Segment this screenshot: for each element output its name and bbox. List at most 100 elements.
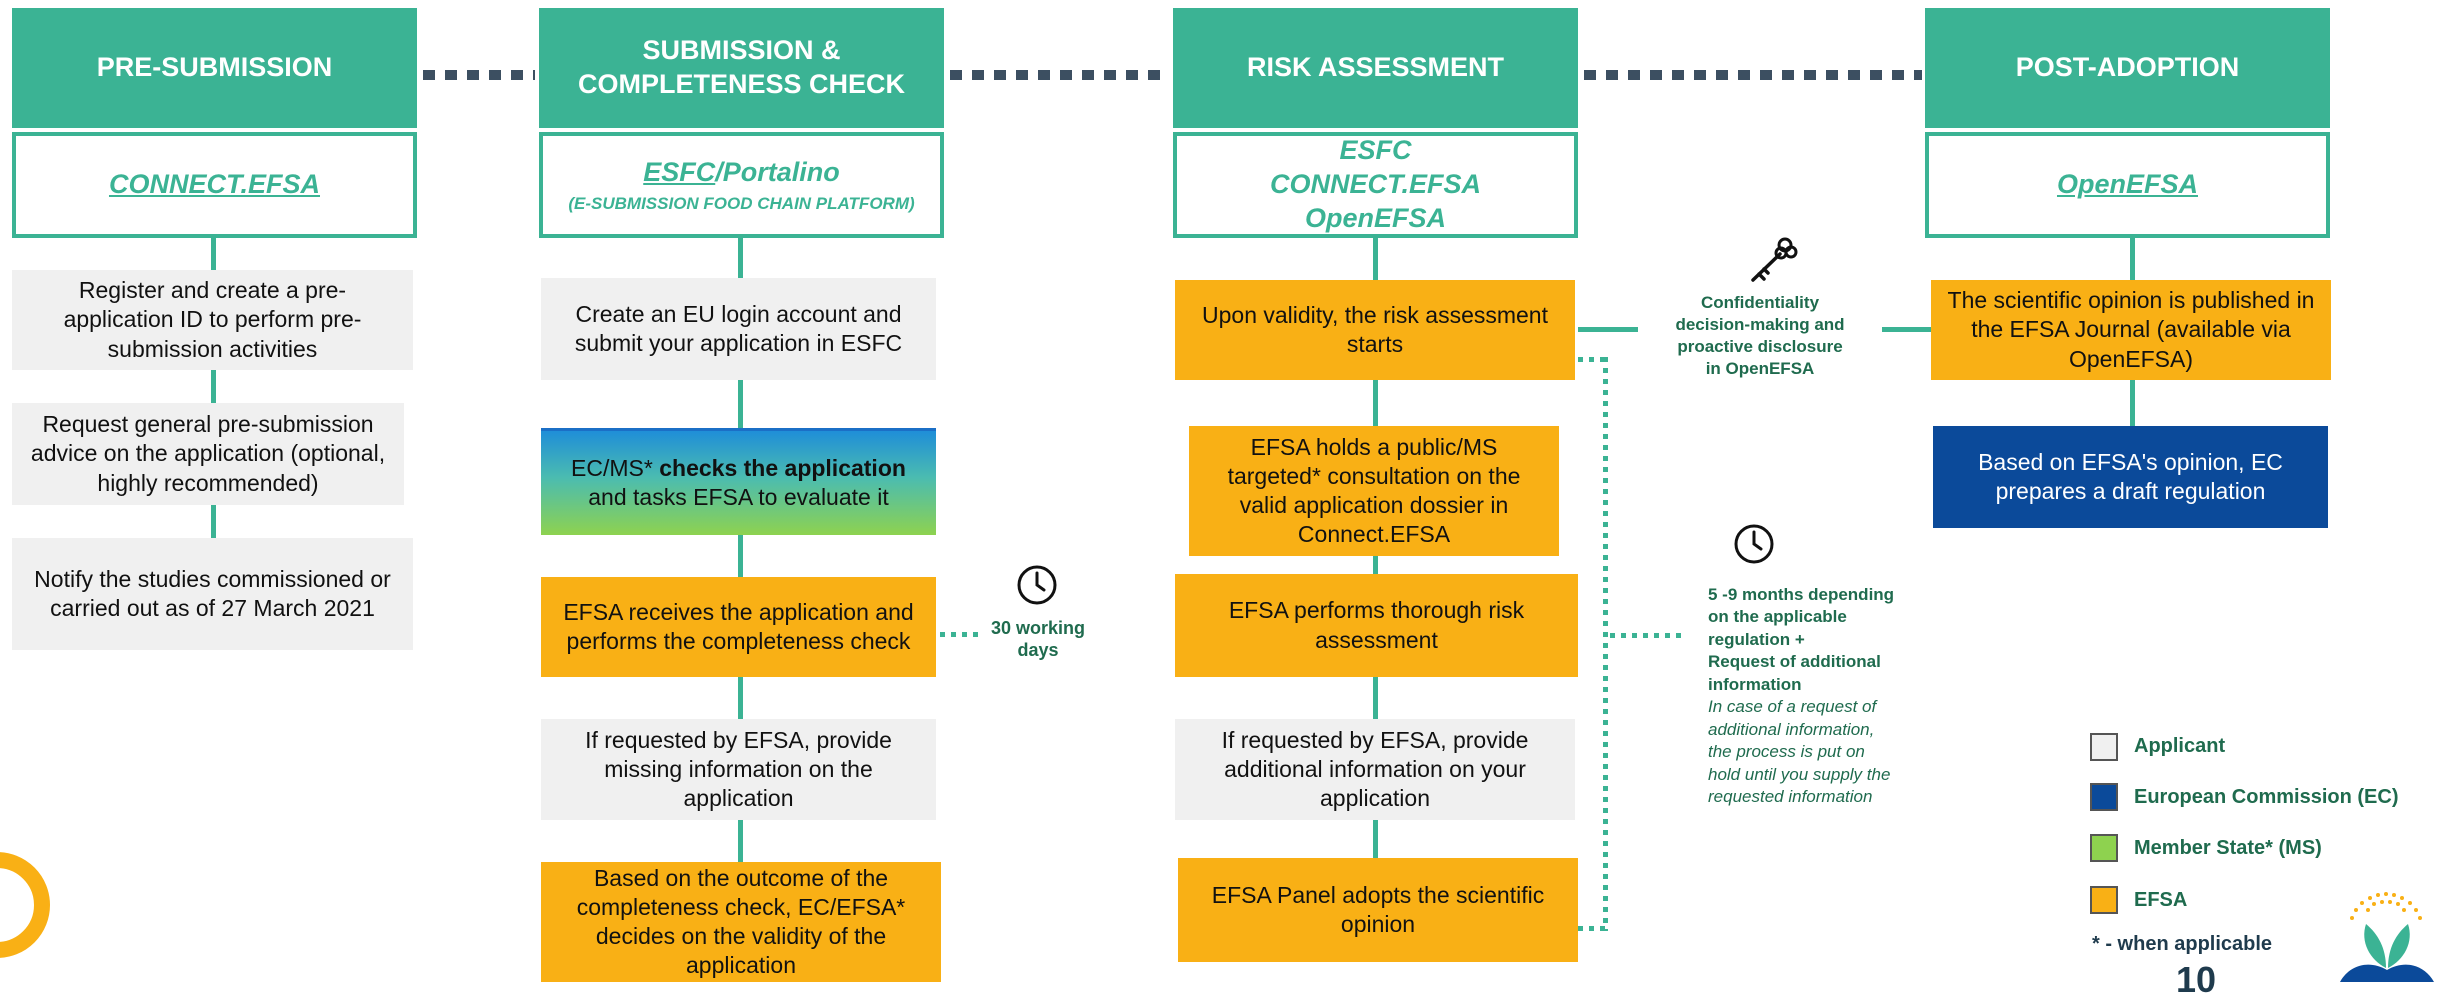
timing-connector: [1610, 633, 1684, 638]
duration-note-line: requested information: [1708, 786, 1873, 806]
legend-label: EFSA: [2134, 889, 2188, 911]
legend-label: Applicant: [2134, 735, 2226, 757]
flow-connector: [738, 677, 743, 719]
step-text: EFSA holds a public/MS targeted* consult…: [1227, 433, 1521, 548]
clock-icon: [1733, 523, 1775, 565]
header-risk-assessment: RISK ASSESSMENT: [1173, 8, 1578, 128]
legend-swatch-efsa: [2090, 886, 2118, 914]
flow-connector: [1373, 820, 1378, 858]
confidentiality-connector: [1578, 327, 1638, 332]
legend-swatch-ec: [2090, 783, 2118, 811]
flow-connector: [1373, 238, 1378, 280]
efsa-logo: [2330, 890, 2453, 982]
platform-note: (E-SUBMISSION FOOD CHAIN PLATFORM): [568, 194, 915, 214]
confidentiality-line: Confidentiality: [1700, 293, 1820, 312]
header-pre-submission: PRE-SUBMISSION: [12, 8, 417, 128]
risk-step-starts: Upon validity, the risk assessment start…: [1175, 280, 1575, 380]
step-text: Based on EFSA's opinion, EC prepares a d…: [1978, 448, 2283, 504]
submission-step-validity: Based on the outcome of the completeness…: [541, 862, 941, 982]
step-text: Create an EU login account and submit yo…: [574, 300, 903, 356]
duration-line: information: [1708, 674, 1802, 694]
phase-connector: [1584, 70, 1922, 80]
pre-step-register: Register and create a pre-application ID…: [12, 270, 413, 370]
legend-label: Member State* (MS): [2134, 837, 2322, 859]
platform-link[interactable]: ESFC: [643, 156, 716, 187]
submission-step-check: EC/MS* checks the application and tasks …: [541, 428, 936, 535]
confidentiality-line: proactive disclosure: [1677, 337, 1843, 357]
risk-step-additional-info: If requested by EFSA, provide additional…: [1175, 719, 1575, 820]
step-text: The scientific opinion is published in t…: [1947, 287, 2315, 372]
key-icon: [1745, 230, 1801, 286]
timing-connector: [1578, 926, 1608, 931]
phase-connector: [423, 70, 535, 80]
working-days-line: 30 working: [990, 618, 1086, 638]
legend-note: * - when applicable: [2092, 933, 2273, 955]
platform-link[interactable]: CONNECT.EFSA: [108, 169, 320, 200]
duration-line: regulation +: [1708, 629, 1805, 649]
page-number: 10: [2176, 959, 2217, 1000]
timing-connector: [940, 632, 980, 637]
platform-label: /Portalino: [715, 156, 840, 187]
step-text: Upon validity, the risk assessment start…: [1202, 301, 1548, 357]
header-label: RISK ASSESSMENT: [1246, 52, 1505, 83]
risk-step-adopts: EFSA Panel adopts the scientific opinion: [1178, 858, 1578, 962]
flow-connector: [738, 238, 743, 278]
flow-connector: [2130, 380, 2135, 426]
header-post-adoption: POST-ADOPTION: [1925, 8, 2330, 128]
confidentiality-label: Confidentiality decision-making and proa…: [1640, 292, 1880, 380]
flow-connector: [211, 238, 216, 270]
decorative-ring: [0, 850, 52, 960]
header-label-line2: COMPLETENESS CHECK: [577, 69, 906, 99]
flow-connector: [738, 820, 743, 862]
duration-line: on the applicable: [1708, 607, 1847, 627]
confidentiality-connector: [1882, 327, 1934, 332]
duration-note-line: the process is put on: [1708, 742, 1865, 762]
platform-box-post: OpenEFSA: [1925, 132, 2330, 238]
header-label: PRE-SUBMISSION: [96, 52, 333, 83]
phase-connector: [950, 70, 1170, 80]
duration-label: 5 -9 months depending on the applicable …: [1708, 584, 1938, 808]
risk-step-consultation: EFSA holds a public/MS targeted* consult…: [1189, 426, 1559, 556]
confidentiality-line: in OpenEFSA: [1705, 359, 1815, 379]
submission-step-missing-info: If requested by EFSA, provide missing in…: [541, 719, 936, 820]
duration-line: Request of additional: [1708, 652, 1881, 672]
step-text: Based on the outcome of the completeness…: [576, 864, 906, 979]
flow-connector: [738, 535, 743, 577]
step-text: Notify the studies commissioned or carri…: [34, 565, 391, 621]
platform-box-risk: ESFC CONNECT.EFSA OpenEFSA: [1173, 132, 1578, 238]
step-text: If requested by EFSA, provide missing in…: [585, 726, 892, 812]
platform-link[interactable]: OpenEFSA: [2056, 169, 2198, 200]
risk-step-assessment: EFSA performs thorough risk assessment: [1175, 574, 1578, 677]
legend-label: European Commission (EC): [2134, 786, 2399, 808]
duration-note-line: hold until you supply the: [1708, 764, 1891, 784]
timing-connector: [1578, 357, 1608, 362]
duration-line: 5 -9 months depending: [1708, 585, 1895, 604]
flow-connector: [738, 380, 743, 428]
flow-connector: [211, 505, 216, 538]
legend-swatch-ms: [2090, 834, 2118, 862]
pre-step-notify: Notify the studies commissioned or carri…: [12, 538, 413, 650]
step-text-prefix: EC/MS*: [571, 454, 660, 481]
flow-connector: [1373, 677, 1378, 719]
step-text: EC/MS* checks the application and tasks …: [557, 454, 920, 512]
step-text-bold: checks the application: [659, 454, 906, 481]
step-text: EFSA Panel adopts the scientific opinion: [1211, 881, 1545, 937]
legend-swatch-applicant: [2090, 733, 2118, 761]
duration-note-line: In case of a request of: [1708, 697, 1877, 717]
confidentiality-line: decision-making and: [1675, 315, 1845, 335]
step-text: EFSA receives the application and perfor…: [563, 598, 914, 654]
submission-step-receives: EFSA receives the application and perfor…: [541, 577, 936, 677]
step-text-suffix: and tasks EFSA to evaluate it: [588, 484, 889, 510]
flow-connector: [1373, 556, 1378, 574]
platform-box-submission: ESFC/Portalino (E-SUBMISSION FOOD CHAIN …: [539, 132, 944, 238]
flow-connector: [2130, 238, 2135, 280]
timing-connector: [1603, 357, 1608, 931]
platform-label: CONNECT.EFSA: [1269, 169, 1481, 200]
working-days-line: days: [1017, 639, 1059, 660]
flow-connector: [1373, 380, 1378, 426]
submission-step-create-account: Create an EU login account and submit yo…: [541, 278, 936, 380]
duration-note-line: additional information,: [1708, 719, 1875, 739]
header-label-line1: SUBMISSION &: [642, 35, 841, 66]
step-text: EFSA performs thorough risk assessment: [1228, 597, 1525, 653]
header-label: POST-ADOPTION: [2015, 52, 2240, 83]
